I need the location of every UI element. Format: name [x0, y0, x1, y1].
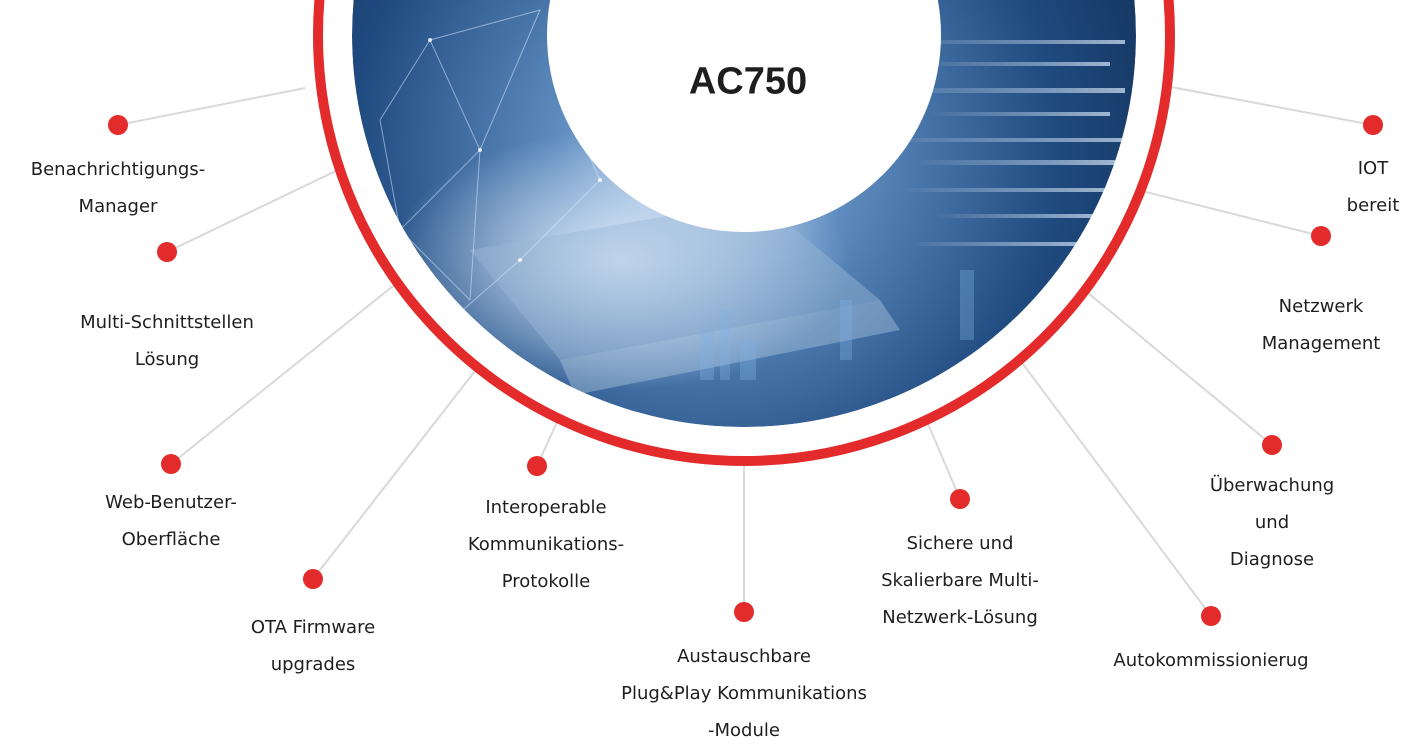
center-disc [547, 0, 941, 232]
connector-line-autocommissioning [1013, 351, 1212, 617]
feature-label-autocommissioning: Autokommissionierug [1113, 650, 1309, 671]
feature-label-ota-firmware: OTA Firmware upgrades [250, 617, 376, 675]
feature-dot-multi-network [950, 489, 970, 509]
feature-dot-multi-interface [157, 242, 177, 262]
feature-dot-notification-manager [108, 115, 128, 135]
feature-dot-network-management [1311, 226, 1331, 246]
connector-line-notification-manager [117, 87, 306, 126]
feature-label-network-management: Netzwerk Management [1261, 296, 1381, 354]
center-title: AC750 [688, 60, 808, 103]
connector-line-network-management [1121, 185, 1322, 237]
feature-dot-monitoring-diagnosis [1262, 435, 1282, 455]
feature-dot-iot-ready [1363, 115, 1383, 135]
feature-dot-plug-and-play-modules [734, 602, 754, 622]
feature-label-notification-manager: Benachrichtigungs- Manager [30, 159, 206, 217]
feature-label-multi-network: Sichere und Skalierbare Multi- Netzwerk-… [881, 533, 1039, 628]
feature-label-multi-interface: Multi-Schnittstellen Lösung [80, 312, 254, 370]
feature-dot-interoperable-protocols [527, 456, 547, 476]
connector-line-monitoring-diagnosis [1081, 287, 1273, 446]
feature-label-iot-ready: IOT bereit [1346, 158, 1400, 216]
connector-line-multi-interface [166, 167, 343, 253]
feature-diagram [108, 0, 1383, 626]
connector-line-ota-firmware [312, 361, 483, 580]
feature-label-plug-and-play-modules: Austauschbare Plug&Play Kommunikations -… [621, 646, 867, 741]
feature-dot-ota-firmware [303, 569, 323, 589]
feature-label-interoperable-protocols: Interoperable Kommunikations- Protokolle [467, 497, 625, 592]
feature-label-monitoring-diagnosis: Überwachung und Diagnose [1209, 475, 1335, 570]
feature-label-web-ui: Web-Benutzer- Oberfläche [105, 492, 237, 550]
feature-dot-web-ui [161, 454, 181, 474]
connector-line-web-ui [170, 281, 399, 465]
connector-line-iot-ready [1154, 83, 1374, 126]
feature-dot-autocommissioning [1201, 606, 1221, 626]
